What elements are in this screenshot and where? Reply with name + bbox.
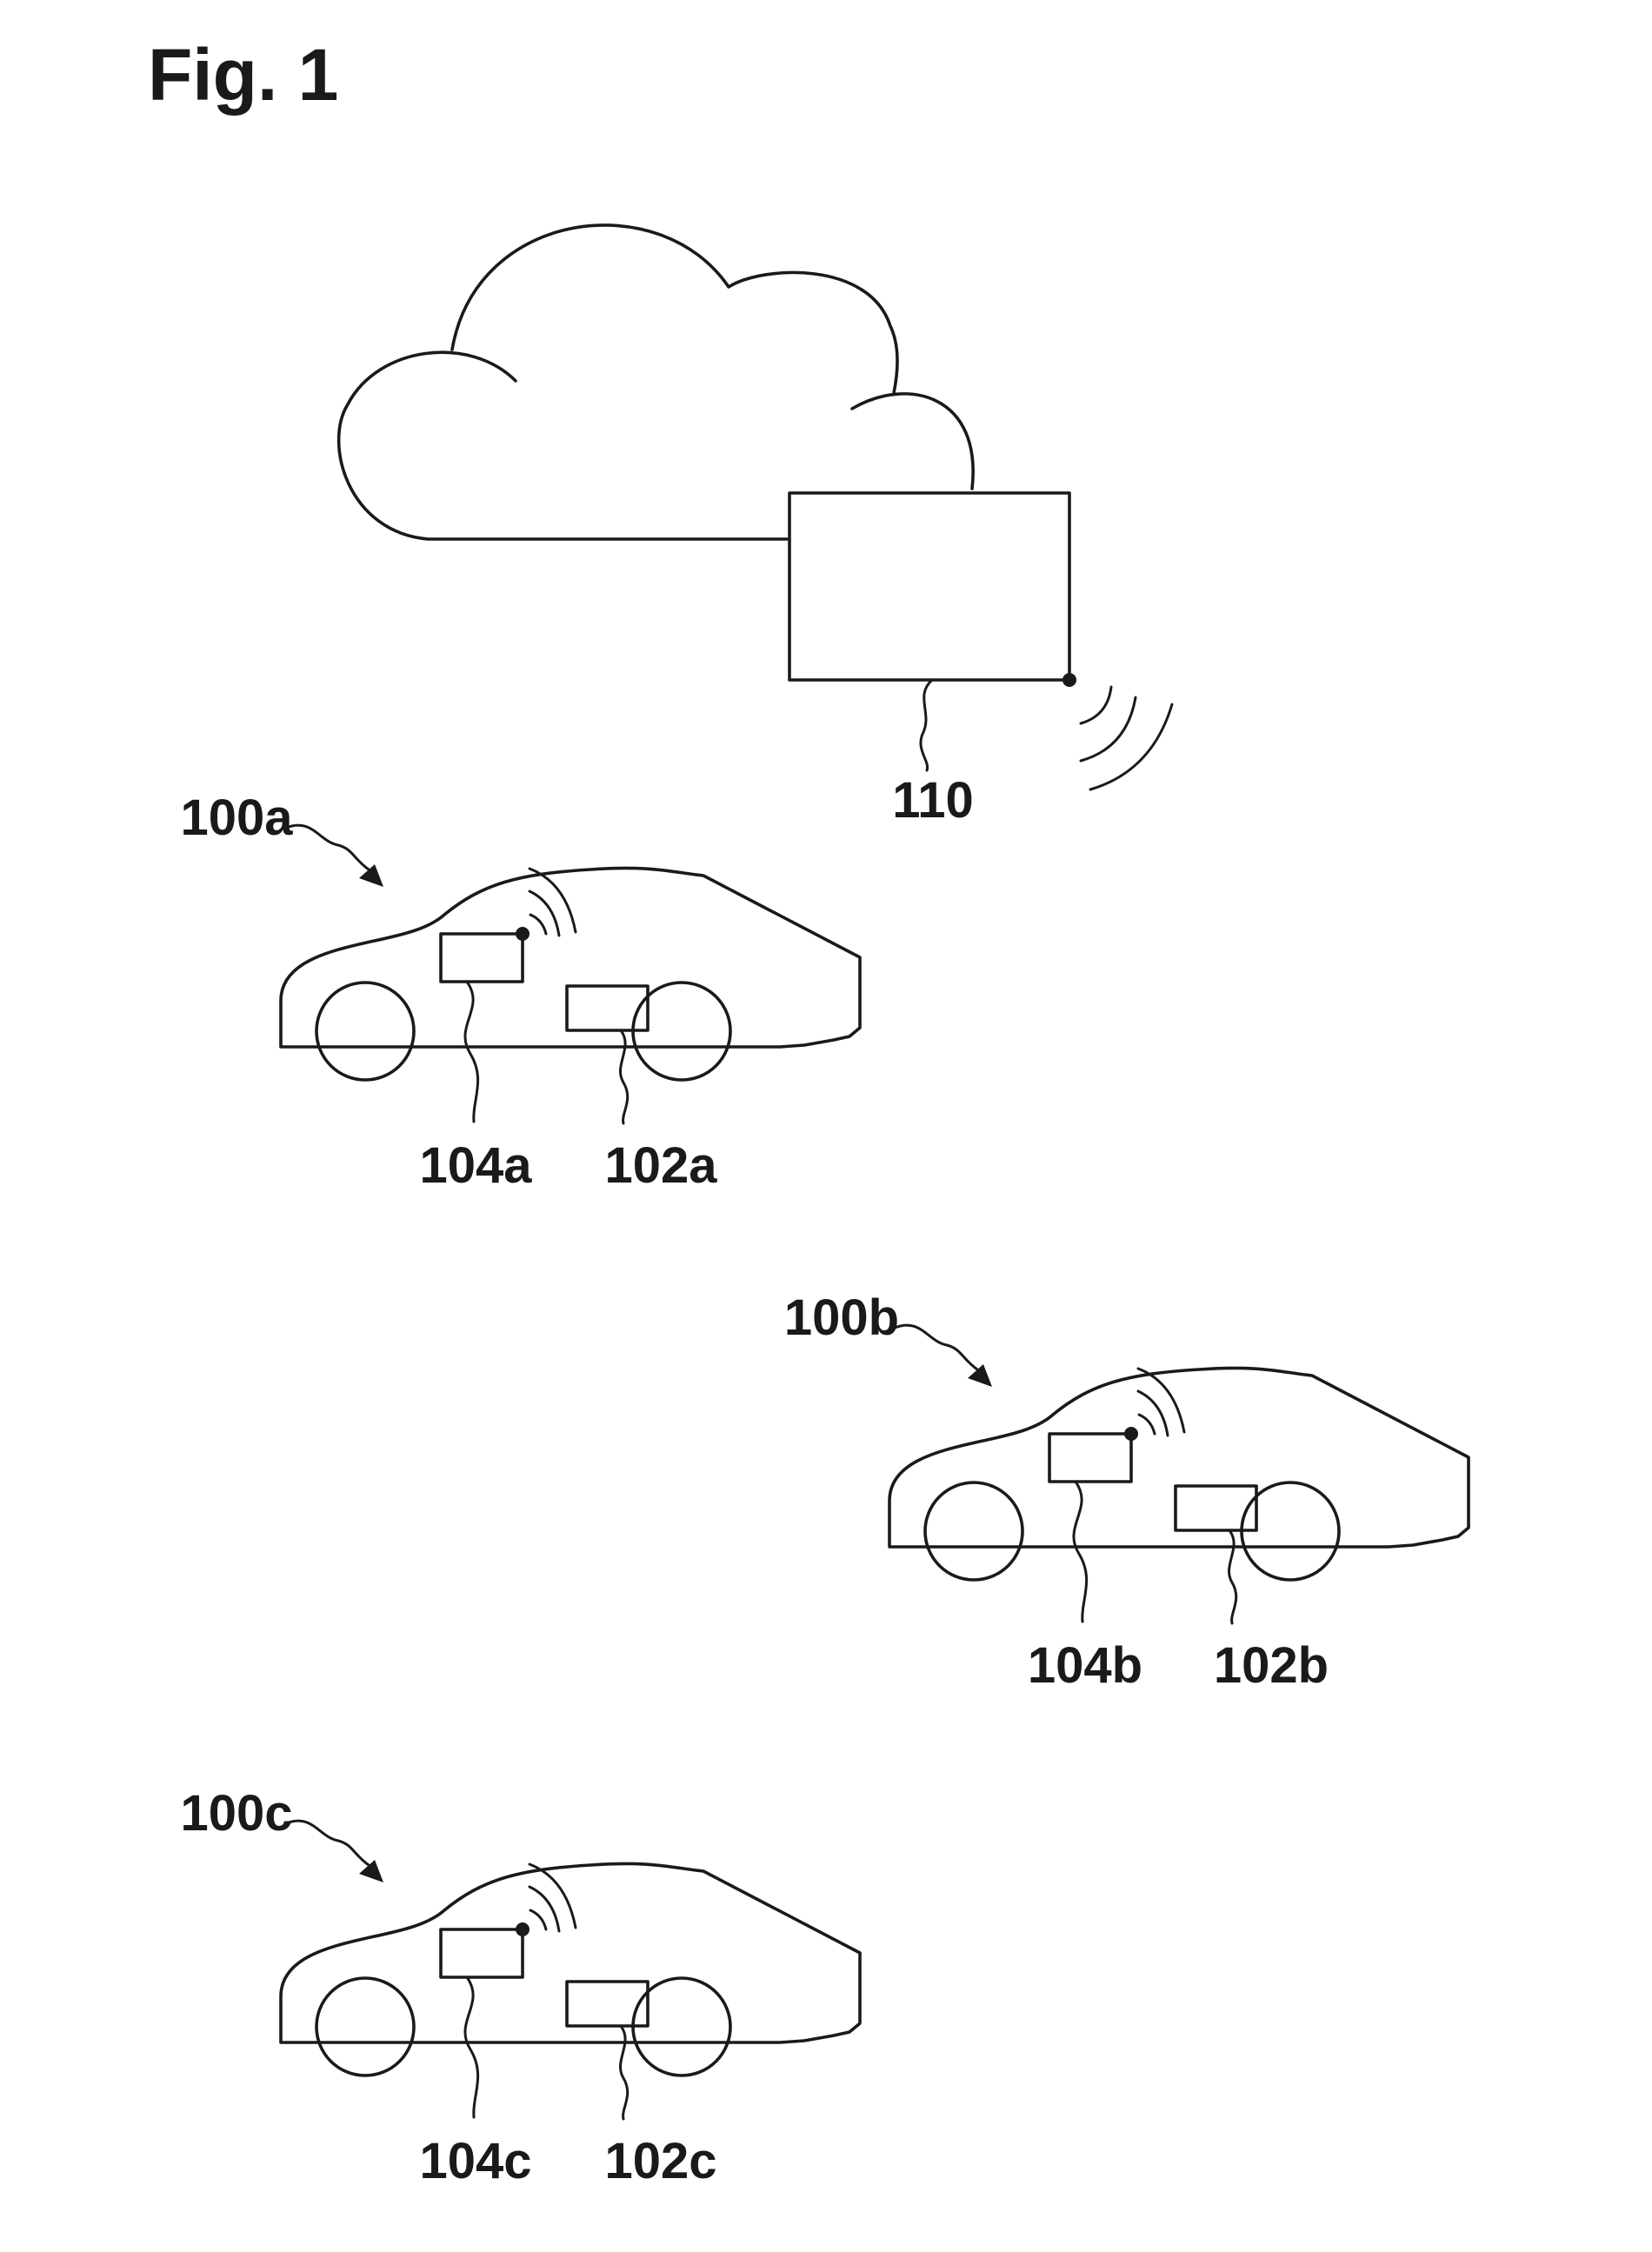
unit-102c-label: 102c — [604, 2133, 716, 2189]
vehicle-100a — [279, 823, 862, 1125]
server-signal-icon — [1079, 685, 1174, 791]
server-box — [788, 491, 1071, 682]
comm-unit-104c-label: 104c — [419, 2133, 531, 2189]
vehicle-100b — [888, 1323, 1470, 1625]
cloud-outline — [336, 223, 975, 541]
server-label: 110 — [892, 772, 974, 829]
unit-102a-label: 102a — [604, 1137, 717, 1194]
comm-unit-104a-label: 104a — [419, 1137, 532, 1194]
server-leader-line — [919, 678, 934, 772]
server-antenna-dot — [1062, 673, 1076, 687]
vehicle-100b-drawing — [888, 1323, 1470, 1625]
vehicle-100c-drawing — [279, 1819, 862, 2121]
comm-unit-104b-label: 104b — [1028, 1637, 1142, 1694]
vehicle-100a-drawing — [279, 823, 862, 1125]
vehicle-100c — [279, 1819, 862, 2121]
vehicle-100b-label: 100b — [784, 1289, 899, 1346]
vehicle-100c-label: 100c — [180, 1785, 292, 1842]
figure-title: Fig. 1 — [148, 34, 338, 116]
cloud-server-group: 110 — [336, 223, 1174, 829]
vehicle-100a-label: 100a — [180, 790, 293, 846]
unit-102b-label: 102b — [1214, 1637, 1329, 1694]
